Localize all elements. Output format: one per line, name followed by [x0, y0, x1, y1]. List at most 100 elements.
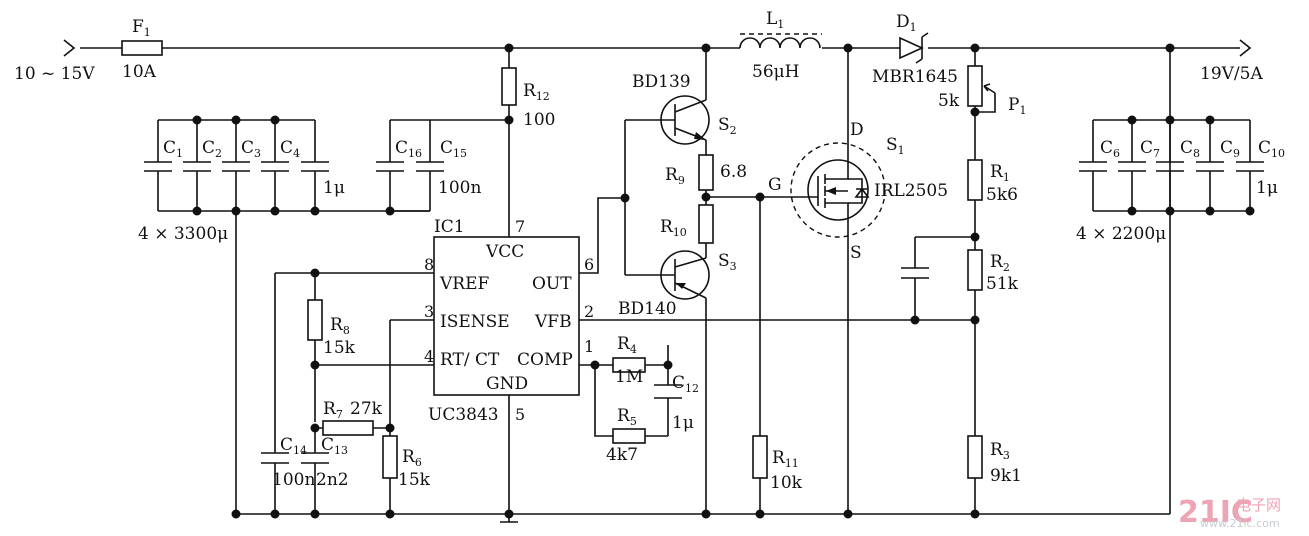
ic-part: UC3843: [428, 405, 499, 425]
pin-vfb-num: 2: [584, 302, 594, 321]
resistor-r5: [612, 428, 646, 444]
capacitor-c13: [301, 452, 329, 464]
c13-value: 2n2: [316, 470, 349, 490]
c3-label: C3: [241, 138, 261, 160]
pin-comp-label: COMP: [517, 350, 573, 370]
s3-part: BD140: [618, 299, 677, 319]
pin-vcc-label: VCC: [485, 242, 524, 262]
c6-label: C6: [1100, 138, 1120, 160]
fuse-label: F1: [132, 17, 151, 39]
r6-value: 15k: [398, 470, 431, 490]
r6-label: R6: [402, 447, 422, 469]
r4-label: R4: [617, 334, 637, 356]
resistor-r6: [382, 435, 398, 479]
resistor-r10: [698, 204, 714, 244]
r4-value: 1M: [615, 367, 643, 387]
resistor-r11: [752, 435, 768, 479]
diode-part: MBR1645: [872, 67, 958, 87]
s2-label: S2: [718, 115, 737, 137]
c7-label: C7: [1140, 138, 1160, 160]
pin-vcc-num: 7: [515, 217, 525, 236]
s3-label: S3: [718, 251, 737, 273]
r11-label: R11: [772, 448, 799, 470]
r5-value: 4k7: [606, 445, 638, 465]
pin-isense-num: 3: [424, 302, 434, 321]
r2-value: 51k: [986, 274, 1019, 294]
capacitor-feedback: [901, 267, 929, 279]
r5-label: R5: [617, 406, 637, 428]
potentiometer-p1: [967, 65, 983, 107]
pin-vref-num: 8: [424, 255, 434, 274]
watermark-brand: 21IC: [1178, 495, 1253, 530]
c12-label: C12: [672, 373, 699, 395]
mosfet-source-label: S: [850, 243, 862, 263]
resistor-r2: [967, 249, 983, 291]
diode-label: D1: [896, 12, 917, 34]
fuse-f1: [121, 40, 163, 56]
mosfet-gate-label: G: [768, 175, 782, 195]
r8-label: R8: [330, 315, 350, 337]
transistor-s3: [660, 250, 710, 300]
pin-rtct-label: RT/ CT: [440, 350, 500, 370]
output-capacitor-plates: [1079, 161, 1264, 172]
pin-vfb-label: VFB: [534, 312, 572, 332]
c12-value: 1μ: [672, 413, 694, 433]
resistor-r8: [307, 299, 323, 341]
output-arrow-icon: [1239, 39, 1252, 57]
r8-value: 15k: [323, 338, 356, 358]
potentiometer-wiper-icon: [983, 83, 996, 94]
r11-value: 10k: [770, 473, 803, 493]
pin-out-num: 6: [584, 255, 594, 274]
p1-label: P1: [1008, 95, 1026, 117]
r9-label: R9: [665, 165, 685, 187]
watermark-cn: 电子网: [1236, 496, 1281, 514]
diode-d1: [899, 36, 924, 60]
r10-label: R10: [660, 217, 687, 239]
transistor-s2: [660, 95, 710, 145]
resistor-r9: [698, 154, 714, 191]
resistor-r1: [967, 159, 983, 201]
mosfet-label: S1: [886, 135, 905, 157]
inductor-label: L1: [766, 9, 784, 31]
c16-label: C16: [395, 138, 422, 160]
resistor-r3: [967, 435, 983, 479]
r7-label: R7: [323, 399, 343, 421]
capacitor-c12: [654, 384, 682, 399]
c4-label: C4: [280, 138, 300, 160]
fuse-value: 10A: [122, 62, 157, 82]
pin-vref-label: VREF: [439, 274, 489, 294]
input-bank-value: 4 × 3300μ: [138, 224, 228, 244]
r1-value: 5k6: [986, 185, 1018, 205]
mosfet-s1: [790, 142, 886, 238]
r2-label: R2: [990, 252, 1010, 274]
r3-label: R3: [990, 440, 1010, 462]
input-arrow-icon: [63, 39, 76, 57]
ic-uc3843: [433, 236, 580, 396]
pin-comp-num: 1: [584, 337, 594, 356]
c10-label: C10: [1258, 138, 1285, 160]
pin-gnd-label: GND: [486, 374, 528, 394]
r12-value: 100: [523, 110, 555, 130]
wires: [80, 47, 1251, 523]
pin-isense-label: ISENSE: [440, 312, 510, 332]
r3-value: 9k1: [990, 466, 1022, 486]
resistor-r4: [612, 357, 646, 373]
c4-value: 1μ: [323, 178, 345, 198]
r7-value: 27k: [350, 399, 383, 419]
pin-gnd-num: 5: [515, 405, 525, 424]
resistor-r7: [322, 420, 374, 436]
capacitor-c14: [261, 452, 289, 464]
input-voltage-label: 10 ~ 15V: [14, 64, 95, 84]
resistor-r12: [501, 67, 517, 106]
c13-label: C13: [321, 435, 348, 457]
junction-dots: [192, 43, 1255, 519]
pin-out-label: OUT: [532, 274, 572, 294]
output-bank-value: 4 × 2200μ: [1076, 224, 1166, 244]
c9-label: C9: [1220, 138, 1240, 160]
c15-value: 100n: [438, 178, 481, 198]
c14-value: 100n: [272, 470, 315, 490]
watermark-logo: 21IC 电子网 www.21ic.com: [1178, 495, 1281, 530]
s2-part: BD139: [632, 72, 691, 92]
ic-ref: IC1: [434, 217, 465, 237]
